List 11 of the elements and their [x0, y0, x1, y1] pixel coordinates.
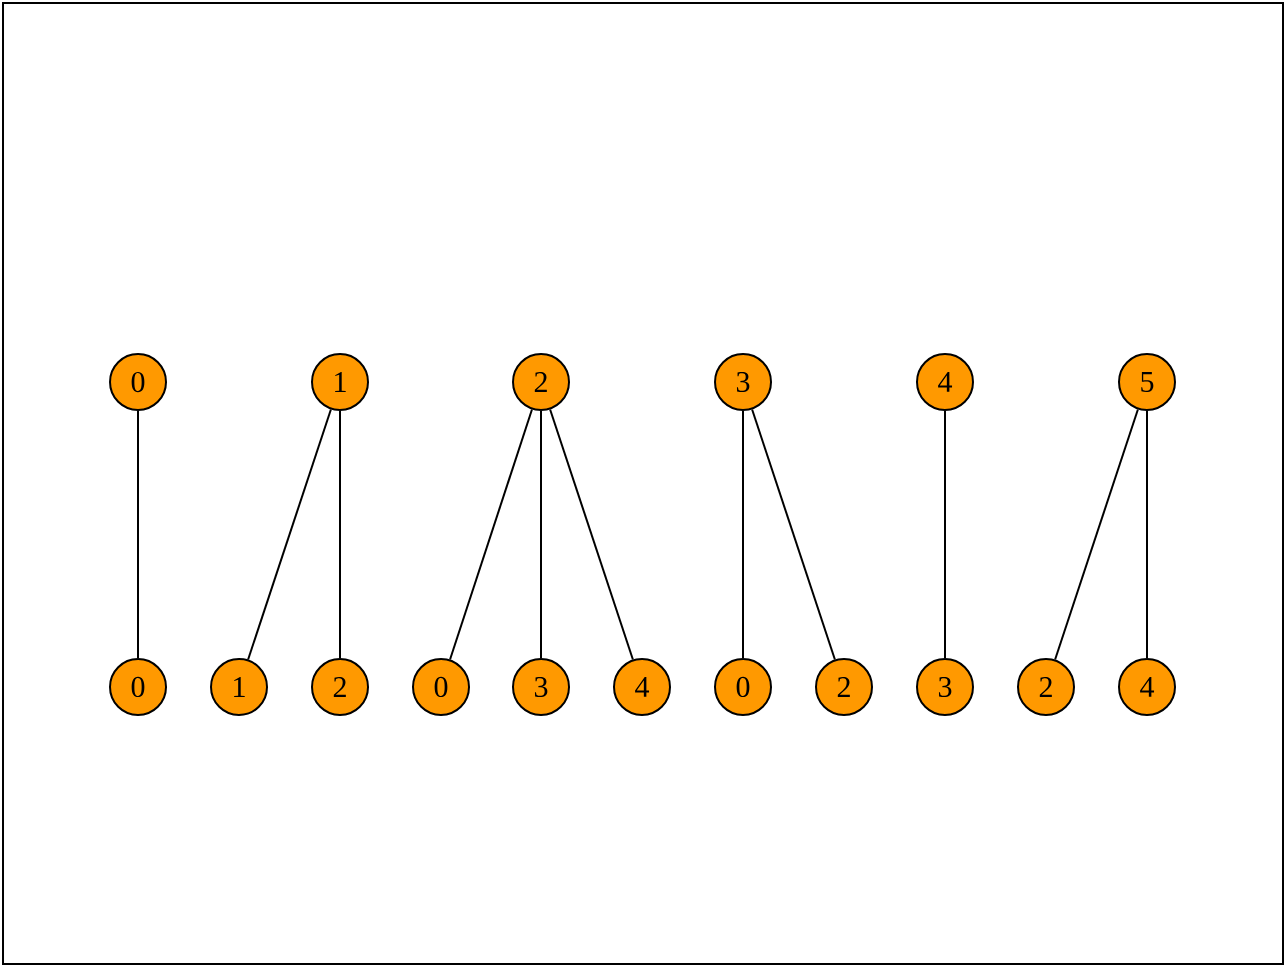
connector-line: [751, 408, 836, 661]
connector-line: [742, 410, 744, 659]
connector-line: [1054, 408, 1139, 661]
connector-line: [540, 410, 542, 659]
connector-line: [1146, 410, 1148, 659]
connector-line: [137, 410, 139, 659]
connector-line: [449, 408, 533, 661]
connector-line: [339, 410, 341, 659]
connector-line: [247, 408, 332, 661]
connector-line: [944, 410, 946, 659]
connector-line: [549, 408, 634, 661]
